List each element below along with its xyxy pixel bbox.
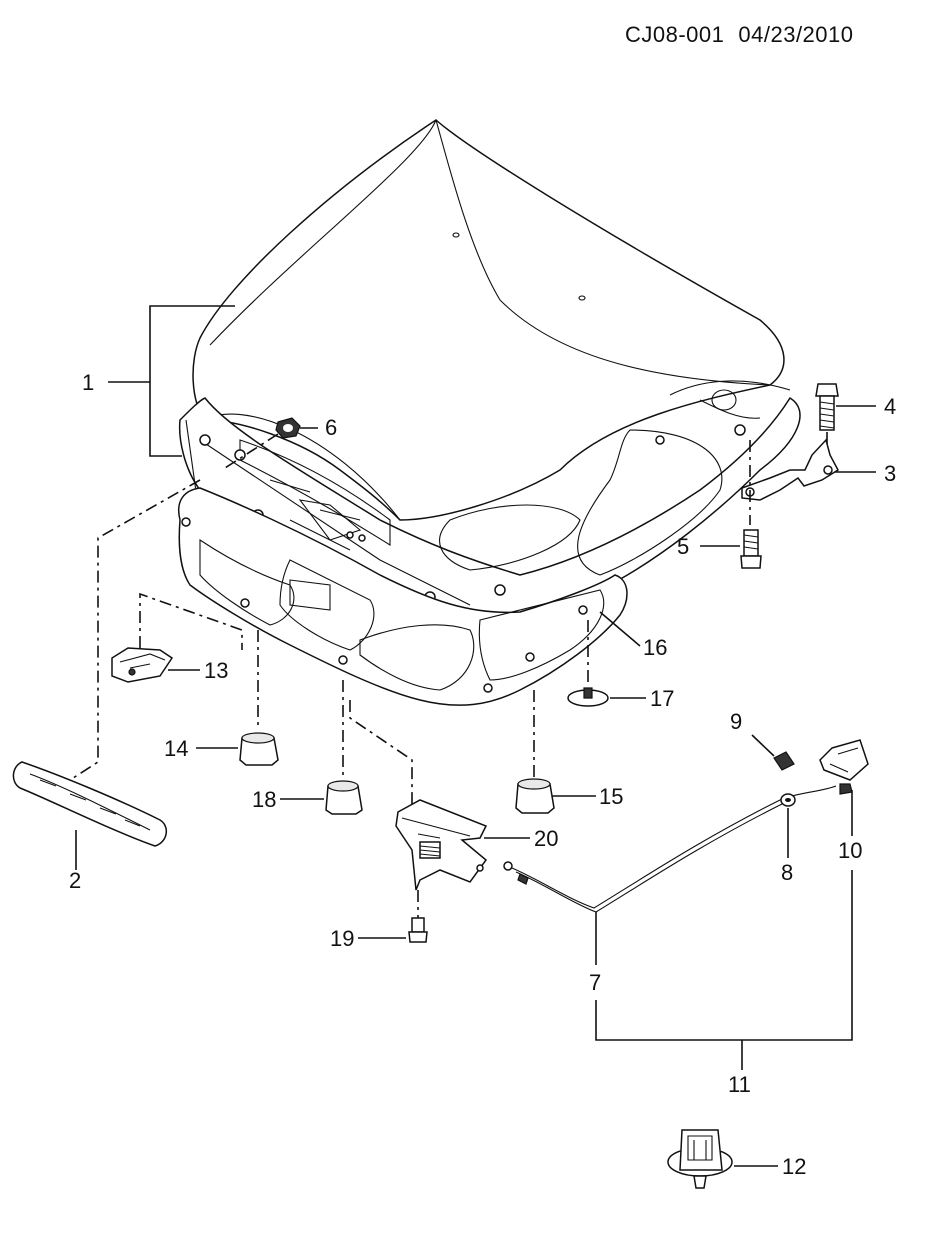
callout-8: 8 xyxy=(781,860,793,885)
retainer-clip xyxy=(667,1129,778,1189)
callout-5: 5 xyxy=(677,534,689,559)
callout-4: 4 xyxy=(884,394,896,419)
callout-17: 17 xyxy=(650,686,674,711)
insulator-retainer xyxy=(567,620,646,707)
callout-2: 2 xyxy=(69,868,81,893)
callout-11: 11 xyxy=(728,1072,751,1097)
callout-3: 3 xyxy=(884,461,896,486)
insulator-pad-leader xyxy=(599,611,641,647)
cable-assembly-bracket xyxy=(595,870,853,1070)
callout-1: 1 xyxy=(82,370,94,395)
hinge-bolt-upper xyxy=(815,383,876,452)
callout-6: 6 xyxy=(325,415,337,440)
hood-nut xyxy=(224,417,318,469)
hood-bumper-right xyxy=(515,690,596,814)
hood-latch xyxy=(349,700,530,943)
part-1-leader xyxy=(108,305,235,457)
hinge-bolt-lower xyxy=(700,440,762,569)
molding-clip xyxy=(111,592,243,683)
document-date: 04/23/2010 xyxy=(738,22,854,47)
callout-7: 7 xyxy=(589,970,601,995)
document-code: CJ08-001 xyxy=(625,22,725,47)
hood-molding-strip xyxy=(12,479,201,870)
callout-10: 10 xyxy=(838,838,862,863)
callout-14: 14 xyxy=(164,736,188,761)
hood-insulator-pad xyxy=(178,487,628,706)
callout-16: 16 xyxy=(643,635,667,660)
hood-bumper-center xyxy=(280,680,363,815)
callout-18: 18 xyxy=(252,787,276,812)
cable-grommet xyxy=(780,793,796,858)
callout-19: 19 xyxy=(330,926,354,951)
diagram-header: CJ08-001 04/23/2010 xyxy=(625,22,868,48)
callout-13: 13 xyxy=(204,658,228,683)
hood-release-handle xyxy=(819,739,869,836)
hood-bumper-left xyxy=(196,630,279,766)
callout-9: 9 xyxy=(730,709,742,734)
callout-12: 12 xyxy=(782,1154,806,1179)
callout-20: 20 xyxy=(534,826,558,851)
hood-release-cable xyxy=(503,785,837,965)
callout-15: 15 xyxy=(599,784,623,809)
cable-clip xyxy=(751,734,795,771)
